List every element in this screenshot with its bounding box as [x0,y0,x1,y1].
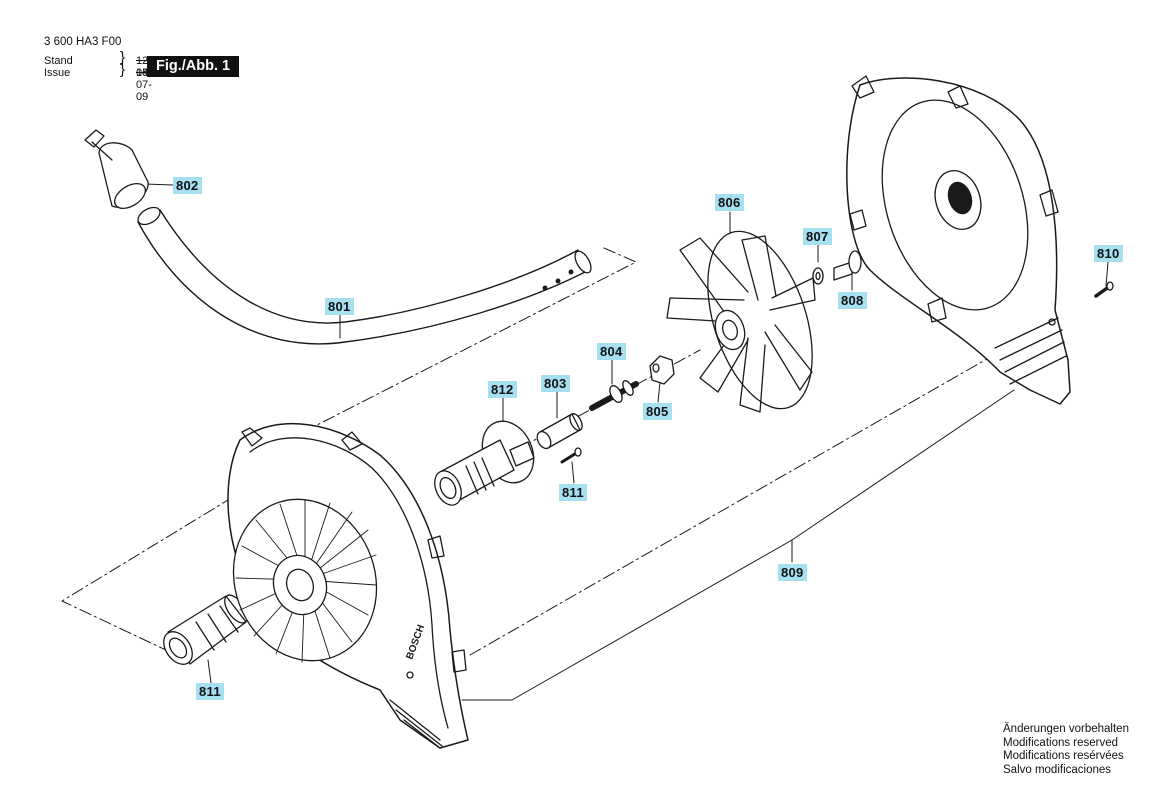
label-810: 810 [1094,245,1123,262]
note-de: Änderungen vorbehalten [1003,723,1129,735]
label-801: 801 [325,298,354,315]
part-code: 3 600 HA3 F00 [44,36,122,48]
part-802-nozzle [84,129,149,210]
part-805-nut [649,355,675,385]
brace-symbol: } [120,49,126,66]
label-804: 804 [597,343,626,360]
part-806-impeller [666,230,816,413]
note-es: Salvo modificaciones [1003,763,1112,776]
label-811-knob: 811 [196,683,224,700]
assembly-lines [61,247,1056,656]
label-811-screw: 811 [559,484,587,501]
label-807: 807 [803,228,832,245]
part-809-front-housing [227,422,469,749]
part-801-tube [137,206,592,345]
label-806: 806 [715,194,744,211]
note-en: Modifications reserved [1003,736,1119,749]
part-810-screw [1094,281,1114,298]
part-807-washer [812,267,824,285]
label-812: 812 [488,381,517,398]
label-809: 809 [778,564,807,581]
label-808: 808 [838,292,867,309]
part-803-sleeve [536,413,583,450]
note-fr: Modifications resérvées [1003,750,1124,762]
brace-symbol: } [120,61,126,78]
modification-notes: Änderungen vorbehalten Modifications res… [1003,723,1129,777]
label-802: 802 [173,177,202,194]
stand-label: Stand [44,55,73,67]
part-809-rear-housing [846,75,1071,405]
label-805: 805 [643,403,672,420]
part-811-knob [163,594,248,665]
part-812-coupling [434,420,535,506]
figure-badge: Fig./Abb. 1 [147,56,240,77]
part-804-shaft [589,380,639,411]
part-811-screw [560,447,582,464]
label-803: 803 [541,375,570,392]
leader-lines [144,183,1109,701]
part-808-bolt [833,250,862,281]
issue-label: Issue [44,67,71,79]
